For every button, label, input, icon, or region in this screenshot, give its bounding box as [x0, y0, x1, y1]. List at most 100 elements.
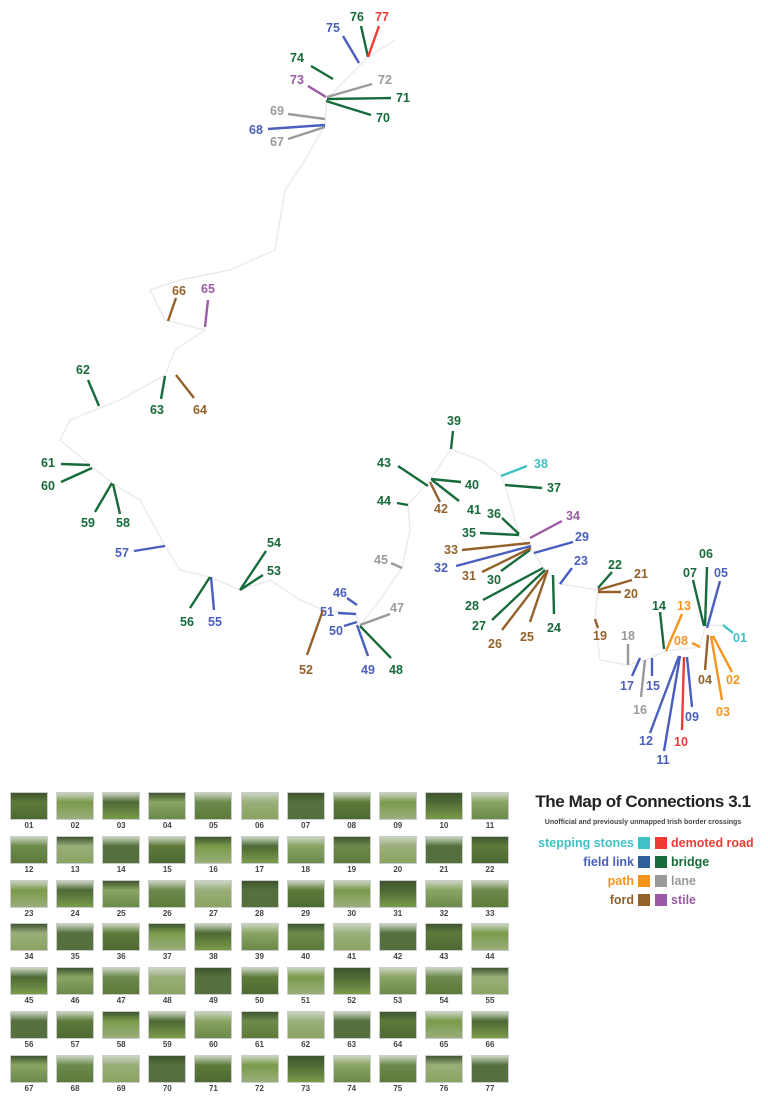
photo-thumbnail[interactable]: 67	[10, 1054, 56, 1099]
photo-thumbnail[interactable]: 06	[240, 792, 287, 836]
photo-thumbnail[interactable]: 30	[332, 879, 379, 924]
photo-thumbnail[interactable]: 37	[148, 923, 194, 967]
photo-thumbnail[interactable]: 28	[240, 879, 287, 924]
photo-thumbnail[interactable]: 51	[286, 967, 333, 1011]
photo-thumbnail[interactable]: 24	[56, 879, 102, 924]
crossing-36: 36	[487, 507, 520, 535]
photo-image	[148, 835, 187, 864]
crossing-41: 41	[431, 479, 481, 517]
photo-thumbnail[interactable]: 16	[194, 835, 240, 880]
crossing-line	[326, 96, 392, 101]
photo-thumbnail[interactable]: 56	[10, 1011, 56, 1055]
photo-thumbnail[interactable]: 40	[286, 923, 333, 967]
photo-thumbnail[interactable]: 60	[194, 1011, 240, 1055]
photo-thumbnail[interactable]: 68	[56, 1054, 102, 1099]
photo-thumbnail[interactable]: 03	[102, 792, 148, 836]
photo-thumbnail[interactable]: 10	[424, 792, 471, 836]
photo-thumbnail[interactable]: 54	[424, 967, 471, 1011]
photo-thumbnail[interactable]: 65	[424, 1011, 471, 1055]
photo-number: 34	[24, 952, 34, 962]
photo-thumbnail[interactable]: 39	[240, 923, 287, 967]
crossing-line	[359, 25, 370, 58]
crossing-line	[239, 550, 267, 591]
photo-thumbnail[interactable]: 07	[286, 792, 333, 836]
photo-thumbnail[interactable]: 50	[240, 967, 287, 1011]
photo-thumbnail[interactable]: 71	[194, 1054, 240, 1099]
photo-thumbnail[interactable]: 02	[56, 792, 102, 836]
photo-thumbnail[interactable]: 20	[378, 835, 425, 880]
photo-image	[332, 1011, 371, 1039]
photo-thumbnail[interactable]: 77	[471, 1054, 517, 1099]
photo-thumbnail[interactable]: 15	[148, 835, 194, 880]
photo-thumbnail[interactable]: 38	[194, 923, 240, 967]
crossing-32: 32	[434, 544, 532, 575]
crossing-label: 45	[374, 553, 388, 567]
photo-thumbnail[interactable]: 27	[194, 879, 240, 924]
photo-thumbnail[interactable]: 57	[56, 1011, 102, 1055]
photo-thumbnail[interactable]: 42	[378, 923, 425, 967]
photo-thumbnail[interactable]: 47	[102, 967, 148, 1011]
photo-thumbnail[interactable]: 23	[10, 879, 56, 924]
photo-thumbnail[interactable]: 26	[148, 879, 194, 924]
photo-thumbnail[interactable]: 62	[286, 1011, 333, 1055]
photo-thumbnail[interactable]: 01	[10, 792, 56, 836]
photo-thumbnail[interactable]: 46	[56, 967, 102, 1011]
photo-image	[424, 967, 463, 996]
photo-thumbnail[interactable]: 45	[10, 967, 56, 1011]
crossing-line	[709, 635, 724, 701]
photo-thumbnail[interactable]: 73	[286, 1054, 333, 1099]
photo-thumbnail[interactable]: 49	[194, 967, 240, 1011]
photo-thumbnail[interactable]: 76	[424, 1054, 471, 1099]
photo-thumbnail[interactable]: 12	[10, 835, 56, 880]
photo-thumbnail[interactable]: 19	[332, 835, 379, 880]
photo-thumbnail[interactable]: 34	[10, 923, 56, 967]
photo-thumbnail[interactable]: 66	[471, 1011, 517, 1055]
photo-thumbnail[interactable]: 44	[471, 923, 517, 967]
photo-number: 08	[347, 821, 357, 830]
photo-thumbnail[interactable]: 75	[378, 1054, 425, 1099]
photo-thumbnail[interactable]: 70	[148, 1054, 194, 1099]
photo-thumbnail[interactable]: 48	[148, 967, 194, 1011]
photo-image	[471, 835, 509, 864]
photo-thumbnail[interactable]: 09	[378, 792, 425, 836]
photo-thumbnail[interactable]: 63	[332, 1011, 379, 1055]
photo-thumbnail[interactable]: 69	[102, 1054, 148, 1099]
photo-thumbnail[interactable]: 74	[332, 1054, 379, 1099]
photo-thumbnail[interactable]: 53	[378, 967, 425, 1011]
crossing-label: 40	[465, 478, 479, 492]
photo-thumbnail[interactable]: 05	[194, 792, 240, 836]
photo-thumbnail[interactable]: 64	[378, 1011, 425, 1055]
photo-number: 14	[116, 864, 126, 874]
photo-thumbnail[interactable]: 43	[424, 923, 471, 967]
crossing-39: 39	[447, 414, 461, 450]
crossing-line	[703, 566, 709, 627]
photo-thumbnail[interactable]: 41	[332, 923, 379, 967]
photo-thumbnail[interactable]: 13	[56, 835, 102, 880]
crossing-label: 19	[593, 629, 607, 643]
photo-thumbnail[interactable]: 36	[102, 923, 148, 967]
photo-thumbnail[interactable]: 14	[102, 835, 148, 880]
photo-thumbnail[interactable]: 72	[240, 1054, 287, 1099]
photo-number: 23	[24, 908, 34, 918]
photo-thumbnail[interactable]: 21	[424, 835, 471, 880]
photo-thumbnail[interactable]: 35	[56, 923, 102, 967]
photo-thumbnail[interactable]: 29	[286, 879, 333, 924]
photo-thumbnail[interactable]: 61	[240, 1011, 287, 1055]
crossing-label: 76	[350, 10, 364, 24]
photo-thumbnail[interactable]: 59	[148, 1011, 194, 1055]
photo-thumbnail[interactable]: 11	[471, 792, 517, 836]
photo-thumbnail[interactable]: 17	[240, 835, 287, 880]
photo-thumbnail[interactable]: 32	[424, 879, 471, 924]
photo-thumbnail[interactable]: 33	[471, 879, 517, 924]
photo-thumbnail[interactable]: 31	[378, 879, 425, 924]
photo-thumbnail[interactable]: 25	[102, 879, 148, 924]
photo-image	[240, 967, 279, 996]
photo-thumbnail[interactable]: 08	[332, 792, 379, 836]
photo-thumbnail[interactable]: 55	[471, 967, 517, 1011]
photo-thumbnail[interactable]: 18	[286, 835, 333, 880]
photo-thumbnail[interactable]: 58	[102, 1011, 148, 1055]
photo-thumbnail[interactable]: 04	[148, 792, 194, 836]
photo-thumbnail[interactable]: 22	[471, 835, 517, 880]
photo-thumbnail[interactable]: 52	[332, 967, 379, 1011]
